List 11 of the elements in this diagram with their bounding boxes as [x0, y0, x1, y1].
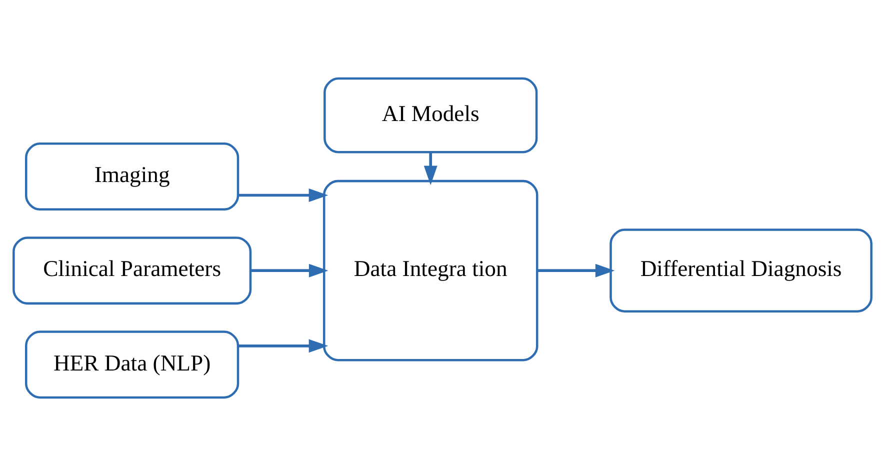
arrow: [537, 264, 615, 278]
node-box: HER Data (NLP): [25, 330, 240, 399]
node-box: Clinical Parameters: [12, 236, 252, 305]
arrow: [424, 152, 438, 186]
arrow: [250, 264, 328, 278]
node-box: AI Models: [324, 77, 538, 154]
node-box: Imaging: [25, 142, 240, 211]
node-box: Data Integra tion: [322, 180, 538, 362]
arrow: [238, 188, 328, 202]
arrow: [238, 339, 328, 353]
node-box: Differential Diagnosis: [610, 228, 872, 312]
